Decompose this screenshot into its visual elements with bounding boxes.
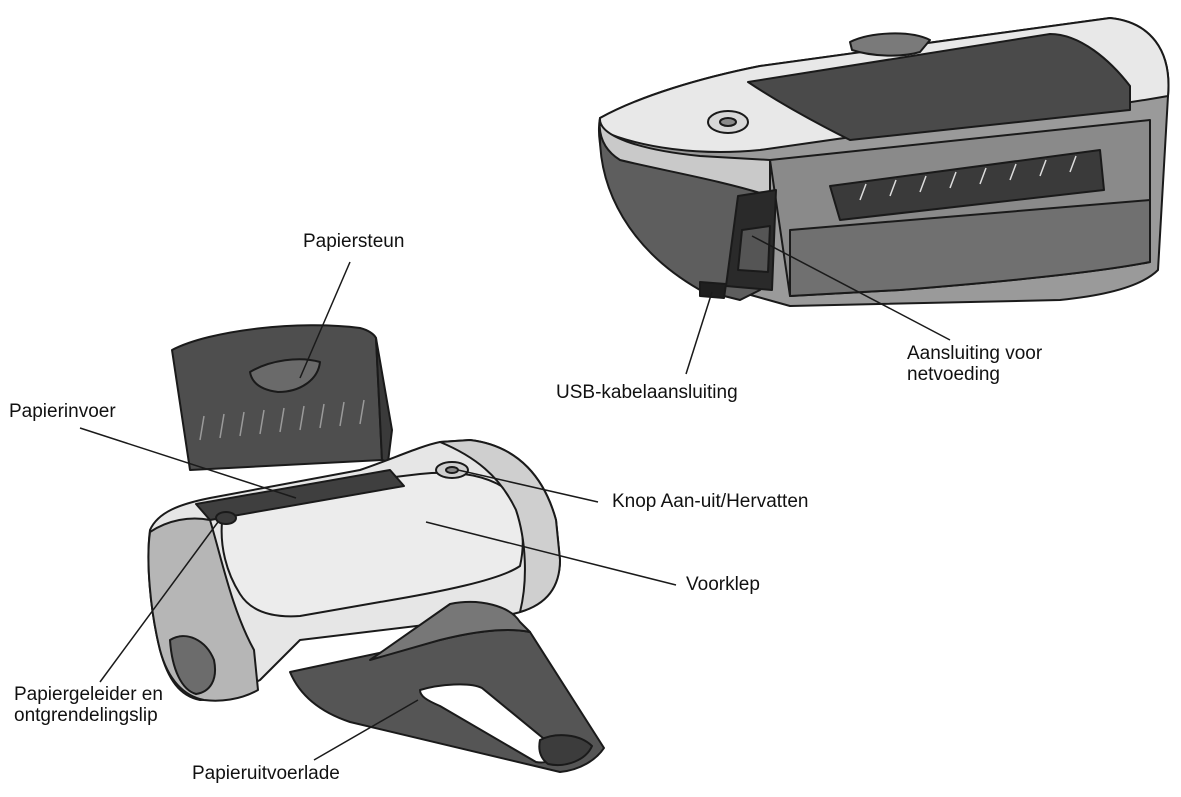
rear-panel-shade	[789, 199, 1151, 297]
leader-voorklep	[425, 521, 677, 586]
front-left-cap-shade	[169, 635, 216, 695]
paper-support-top-notch	[249, 358, 321, 393]
label-papieruitvoerlade: Papieruitvoerlade	[192, 763, 340, 784]
front-printer-illustration	[147, 324, 605, 773]
leader-aansluiting	[751, 235, 951, 341]
leader-papiersteun	[299, 261, 351, 379]
leader-usb	[685, 291, 713, 375]
label-papierinvoer: Papierinvoer	[9, 401, 116, 422]
leader-papieruitvoerlade	[313, 699, 419, 761]
label-usb-kabelaansluiting: USB-kabelaansluiting	[556, 382, 738, 403]
leader-lines	[79, 235, 951, 761]
output-tray-tip	[538, 734, 593, 766]
rear-power-button-center	[719, 117, 737, 127]
output-tray-upper	[369, 601, 531, 661]
rear-printer-illustration	[598, 17, 1170, 307]
front-power-button-center	[445, 466, 459, 474]
rear-slot-teeth	[859, 155, 1077, 201]
paper-support-teeth	[199, 399, 365, 441]
label-papiergeleider-line1: Papiergeleider en	[14, 684, 163, 705]
label-aansluiting-line2: netvoeding	[907, 364, 1000, 385]
rear-usb-socket	[699, 281, 727, 299]
paper-support-shape	[171, 324, 383, 471]
paper-feed-slot	[195, 469, 405, 521]
paper-guide-tab	[215, 511, 237, 525]
leader-papierinvoer	[79, 427, 297, 499]
rear-connector-inner	[737, 225, 771, 273]
label-knop-aan-uit: Knop Aan-uit/Hervatten	[612, 491, 809, 512]
rear-cover-bump	[849, 32, 931, 57]
leader-knop	[457, 469, 599, 503]
rear-left-cap-light	[598, 117, 771, 197]
label-papiergeleider-line2: ontgrendelingslip	[14, 705, 158, 726]
label-papiersteun: Papiersteun	[303, 231, 405, 252]
leader-papiergeleider	[99, 521, 219, 683]
label-aansluiting-line1: Aansluiting voor	[907, 343, 1043, 364]
rear-paper-slot	[829, 149, 1105, 221]
rear-paper-cover	[747, 33, 1131, 141]
front-right-cap	[439, 439, 561, 613]
label-voorklep: Voorklep	[686, 574, 760, 595]
